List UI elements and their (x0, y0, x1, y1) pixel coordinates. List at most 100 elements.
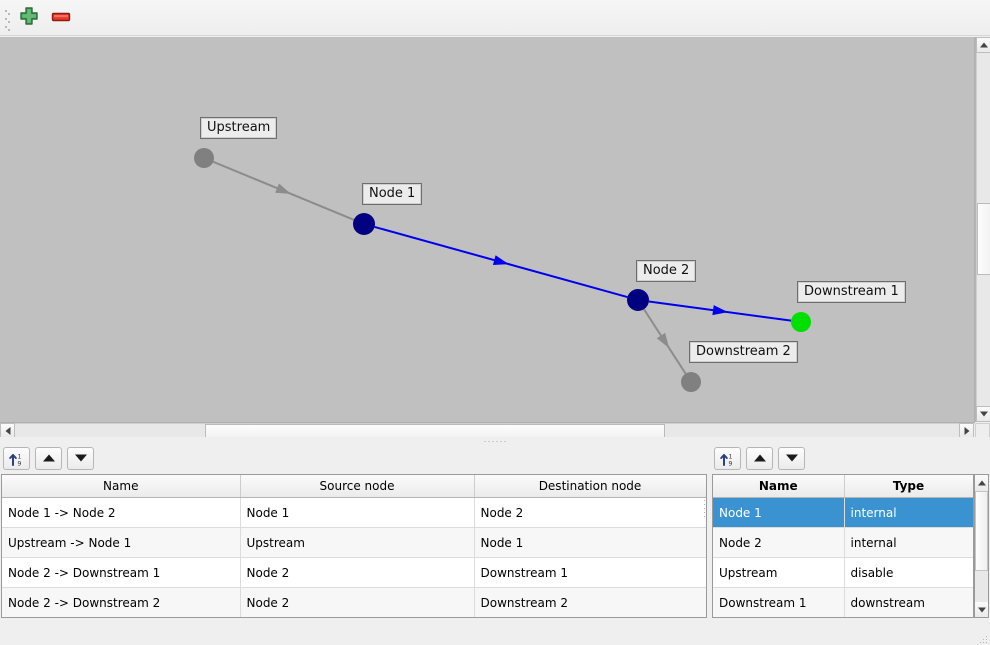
graph-node-label-downstream2[interactable]: Downstream 2 (689, 341, 798, 363)
edges-cell-destination[interactable]: Node 1 (474, 527, 706, 558)
nodes-cell-type[interactable]: downstream (844, 587, 973, 617)
nodes-scroll-thumb[interactable] (975, 491, 988, 571)
red-minus-icon (51, 12, 71, 22)
graph-node-downstream1[interactable] (791, 312, 811, 332)
add-node-button[interactable] (16, 6, 42, 30)
edges-table-header-row: Name Source node Destination node (2, 475, 706, 498)
graph-node-label-downstream1[interactable]: Downstream 1 (797, 281, 906, 303)
nodes-scroll-up-button[interactable] (975, 475, 988, 490)
svg-text:9: 9 (729, 460, 733, 467)
nodes-column-name[interactable]: Name (713, 475, 845, 498)
edges-cell-destination[interactable]: Node 2 (474, 497, 706, 528)
canvas-vertical-scrollbar[interactable] (975, 37, 990, 422)
graph-node-label-upstream[interactable]: Upstream (200, 117, 278, 139)
edges-move-down-button[interactable] (67, 446, 94, 470)
nodes-column-type[interactable]: Type (844, 475, 973, 498)
edges-sort-button[interactable]: 1 9 (3, 446, 30, 470)
nodes-table-header-row: Name Type (713, 475, 973, 498)
nodes-scroll-down-button[interactable] (975, 602, 988, 617)
graph-node-node1[interactable] (353, 213, 375, 235)
edges-cell-name[interactable]: Node 1 -> Node 2 (2, 497, 241, 528)
canvas-horizontal-scrollbar[interactable] (0, 423, 974, 439)
nodes-sort-button[interactable]: 1 9 (714, 446, 741, 470)
status-bar (0, 625, 990, 645)
edges-cell-source[interactable]: Node 2 (240, 557, 475, 588)
graph-node-upstream[interactable] (194, 148, 214, 168)
svg-text:9: 9 (18, 460, 22, 467)
sort-ascending-icon: 1 9 (720, 453, 733, 467)
edges-cell-source[interactable]: Node 2 (240, 587, 475, 617)
edges-cell-source[interactable]: Upstream (240, 527, 475, 558)
graph-edge-arrow-node2-downstream2 (656, 332, 670, 349)
edges-column-source[interactable]: Source node (240, 475, 475, 498)
toolbar-drag-grip[interactable] (5, 10, 10, 31)
graph-edge-arrow-node1-node2 (492, 255, 509, 265)
graph-edge-arrow-node2-downstream1 (712, 305, 728, 316)
edges-cell-name[interactable]: Node 2 -> Downstream 1 (2, 557, 241, 588)
nodes-move-up-button[interactable] (746, 446, 773, 470)
splitter-grip (484, 441, 506, 442)
nodes-cell-name[interactable]: Node 2 (713, 527, 845, 558)
canvas-scroll-up-button[interactable] (976, 37, 990, 53)
delete-node-button[interactable] (48, 6, 74, 30)
edges-cell-destination[interactable]: Downstream 2 (474, 587, 706, 617)
triangle-up-icon (979, 42, 988, 48)
horizontal-splitter[interactable] (0, 437, 990, 446)
triangle-left-icon (5, 426, 10, 435)
nodes-cell-name[interactable]: Downstream 1 (713, 587, 845, 617)
nodes-cell-name[interactable]: Upstream (713, 557, 845, 588)
nodes-cell-type[interactable]: internal (844, 497, 973, 528)
green-plus-icon (20, 7, 38, 25)
canvas-scroll-left-button[interactable] (0, 423, 15, 438)
svg-text:1: 1 (729, 453, 733, 460)
edges-column-destination[interactable]: Destination node (474, 475, 706, 498)
edges-cell-source[interactable]: Node 1 (240, 497, 475, 528)
svg-text:1: 1 (18, 453, 22, 460)
graph-node-downstream2[interactable] (681, 372, 701, 392)
canvas-scroll-right-button[interactable] (959, 423, 974, 438)
canvas-vscroll-thumb[interactable] (977, 203, 990, 275)
edges-cell-name[interactable]: Upstream -> Node 1 (2, 527, 241, 558)
nodes-cell-type[interactable]: disable (844, 557, 973, 588)
edges-table-container[interactable]: Name Source node Destination node Node 1… (1, 474, 707, 618)
nodes-table-scrollbar[interactable] (974, 474, 989, 618)
nodes-toolbar: 1 9 (711, 444, 805, 472)
triangle-down-icon (979, 411, 988, 417)
triangle-down-icon (74, 454, 87, 462)
graph-node-label-node2[interactable]: Node 2 (636, 260, 697, 282)
nodes-cell-type[interactable]: internal (844, 527, 973, 558)
triangle-down-icon (977, 607, 986, 612)
edges-move-up-button[interactable] (35, 446, 62, 470)
resize-grip-icon[interactable] (977, 633, 987, 643)
edges-pane: 1 9 Name Source node Destination node (0, 444, 709, 624)
triangle-right-icon (964, 426, 969, 435)
canvas-hscroll-track[interactable] (15, 423, 959, 439)
edges-column-name[interactable]: Name (2, 475, 241, 498)
triangle-down-icon (785, 454, 798, 462)
graph-node-label-node1[interactable]: Node 1 (362, 183, 423, 205)
graph-edge-arrow-upstream-node1 (275, 183, 291, 194)
nodes-move-down-button[interactable] (778, 446, 805, 470)
edges-cell-name[interactable]: Node 2 -> Downstream 2 (2, 587, 241, 617)
canvas-vscroll-track[interactable] (976, 53, 990, 406)
graph-node-node2[interactable] (627, 289, 649, 311)
canvas-scroll-down-button[interactable] (976, 406, 990, 422)
triangle-up-icon (42, 454, 55, 462)
edges-cell-destination[interactable]: Downstream 1 (474, 557, 706, 588)
nodes-cell-name[interactable]: Node 1 (713, 497, 845, 528)
triangle-up-icon (977, 480, 986, 485)
